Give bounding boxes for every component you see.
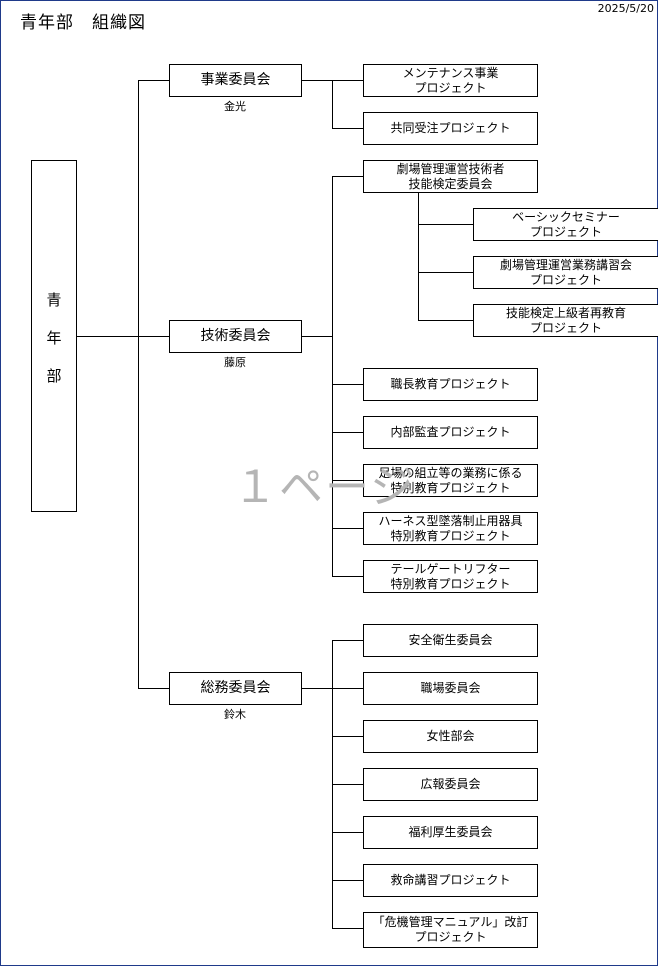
- project-box-internal-audit: 内部監査プロジェクト: [363, 416, 538, 449]
- connector-line: [332, 688, 363, 689]
- project-box-scaffold-training: 足場の組立等の業務に係る 特別教育プロジェクト: [363, 464, 538, 497]
- connector-line: [332, 640, 363, 641]
- committee-box-workplace: 職場委員会: [363, 672, 538, 705]
- page-watermark: １ページ: [233, 462, 417, 513]
- project-box-tailgate-lifter-training: テールゲートリフター 特別教育プロジェクト: [363, 560, 538, 593]
- connector-line: [138, 688, 170, 689]
- connector-line: [332, 480, 363, 481]
- connector-line: [302, 688, 333, 689]
- project-box-lifesaving-course: 救命講習プロジェクト: [363, 864, 538, 897]
- connector-line: [332, 384, 363, 385]
- project-box-joint-order: 共同受注プロジェクト: [363, 112, 538, 145]
- connector-line: [77, 336, 170, 337]
- committee-box-welfare: 福利厚生委員会: [363, 816, 538, 849]
- connector-line: [332, 176, 363, 177]
- project-box-maintenance: メンテナンス事業 プロジェクト: [363, 64, 538, 97]
- connector-line: [418, 224, 473, 225]
- project-box-advanced-reeducation: 技能検定上級者再教育 プロジェクト: [473, 304, 658, 337]
- connector-line: [332, 176, 333, 576]
- project-box-basic-seminar: ベーシックセミナー プロジェクト: [473, 208, 658, 241]
- connector-line: [138, 80, 139, 688]
- root-char-3: 部: [46, 367, 62, 385]
- connector-line: [332, 832, 363, 833]
- project-box-crisis-manual-revision: 「危機管理マニュアル」改訂 プロジェクト: [363, 912, 538, 948]
- committee-box-women: 女性部会: [363, 720, 538, 753]
- connector-line: [332, 528, 363, 529]
- connector-line: [332, 80, 333, 128]
- connector-line: [418, 320, 473, 321]
- committee-chair-technical: 藤原: [224, 356, 246, 369]
- root-box-youth-division: 青 年 部: [31, 160, 77, 512]
- connector-line: [332, 784, 363, 785]
- connector-line: [332, 736, 363, 737]
- committee-box-safety-health: 安全衛生委員会: [363, 624, 538, 657]
- project-box-foreman-education: 職長教育プロジェクト: [363, 368, 538, 401]
- connector-line: [418, 193, 419, 320]
- connector-line: [332, 576, 363, 577]
- connector-line: [332, 128, 363, 129]
- connector-line: [418, 272, 473, 273]
- committee-box-technical: 技術委員会: [169, 320, 302, 353]
- committee-box-skill-exam: 劇場管理運営技術者 技能検定委員会: [363, 160, 538, 193]
- connector-line: [332, 880, 363, 881]
- committee-box-business: 事業委員会: [169, 64, 302, 97]
- root-char-1: 青: [46, 291, 62, 309]
- committee-chair-business: 金光: [224, 100, 246, 113]
- connector-line: [302, 336, 333, 337]
- connector-line: [332, 928, 363, 929]
- page-title: 青年部 組織図: [20, 13, 146, 33]
- committee-box-general: 総務委員会: [169, 672, 302, 705]
- project-box-management-course: 劇場管理運営業務講習会 プロジェクト: [473, 256, 658, 289]
- connector-line: [138, 80, 170, 81]
- date-label: 2025/5/20: [597, 2, 654, 15]
- committee-box-public-relations: 広報委員会: [363, 768, 538, 801]
- root-char-2: 年: [46, 329, 62, 347]
- committee-chair-general: 鈴木: [224, 708, 246, 721]
- project-box-harness-training: ハーネス型墜落制止用器具 特別教育プロジェクト: [363, 512, 538, 545]
- connector-line: [332, 432, 363, 433]
